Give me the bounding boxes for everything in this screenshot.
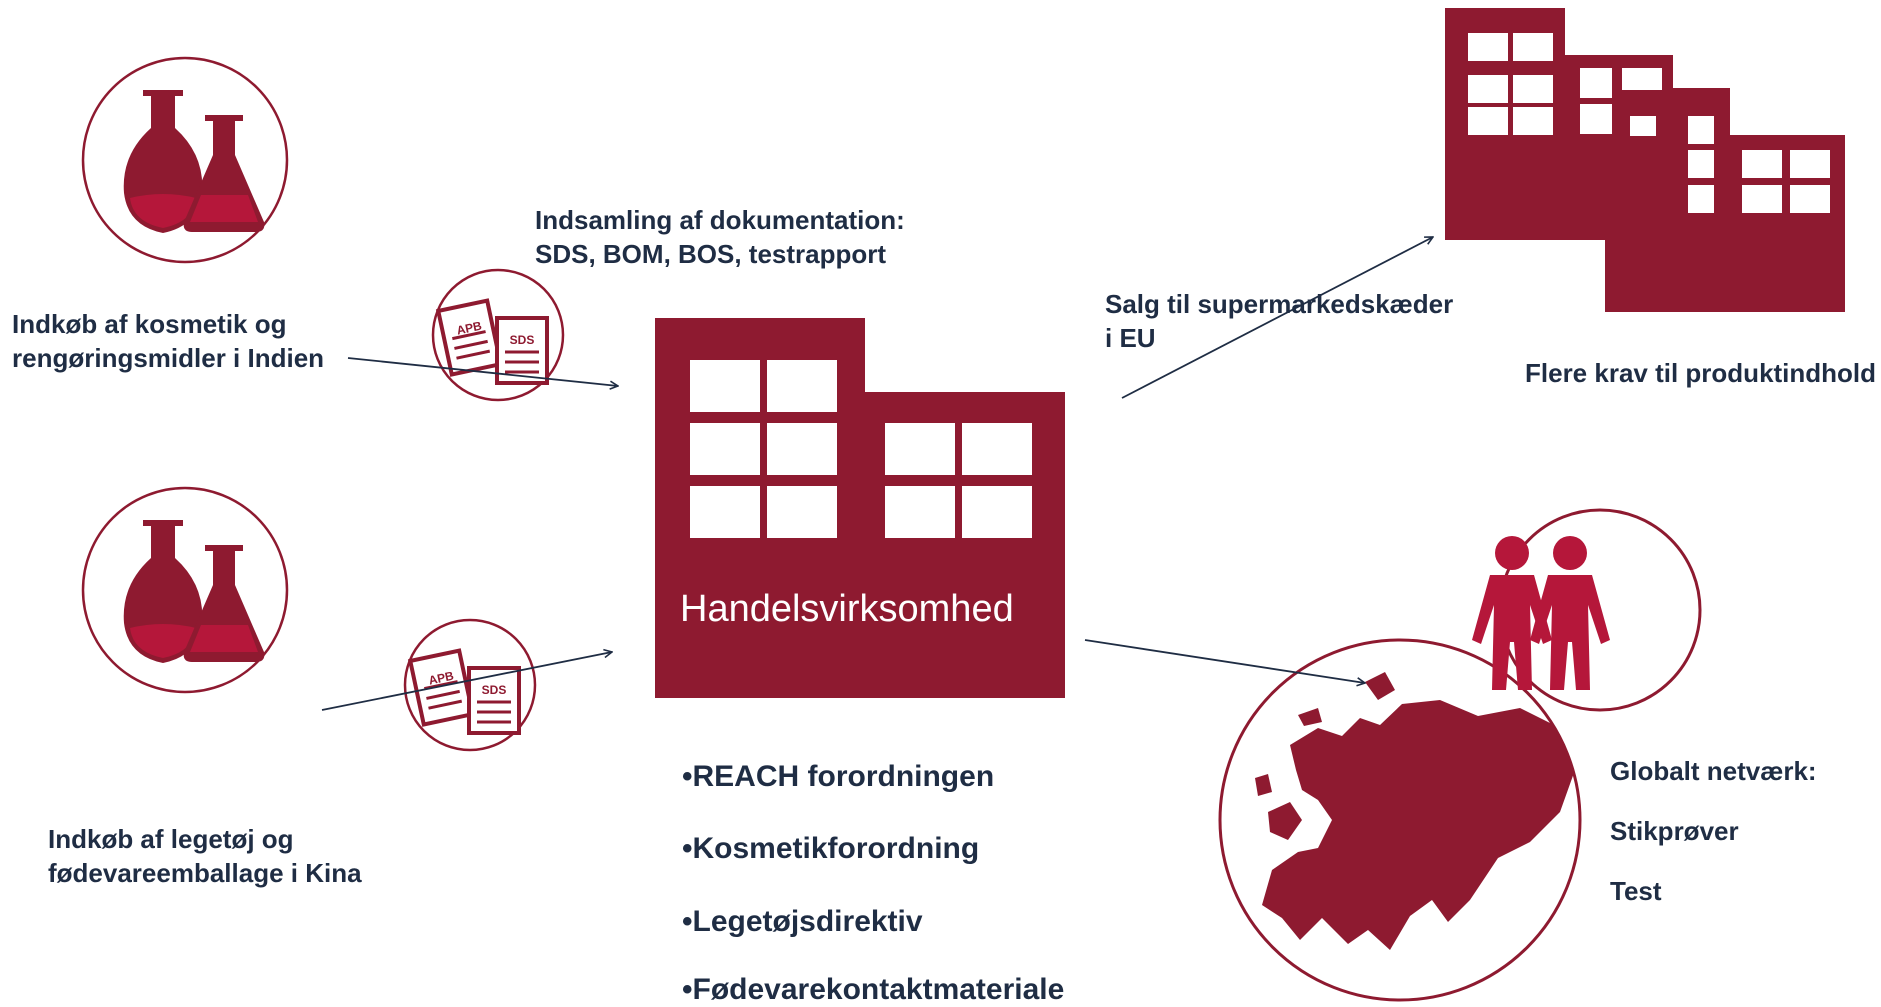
arrow-china-to-company — [321, 652, 612, 711]
network-item: Test — [1610, 876, 1662, 906]
source-china-line-1: Indkøb af legetøj og — [48, 824, 294, 854]
arrow-company-to-supermarkets — [1121, 237, 1433, 399]
doc-label-apb: APB — [427, 669, 455, 688]
flask-icon-india — [81, 56, 289, 264]
source-india-line-1: Indkøb af kosmetik og — [12, 309, 287, 339]
requirements-label: Flere krav til produktindhold — [1525, 358, 1877, 388]
company-label: Handelsvirksomhed — [680, 588, 1014, 630]
regulation-item: •Kosmetikforordning — [682, 832, 980, 865]
source-china-line-2: fødevareemballage i Kina — [48, 858, 362, 888]
document-icon-upper: APB SDS — [431, 268, 565, 402]
documentation-label: Indsamling af dokumentation: SDS, BOM, B… — [535, 203, 905, 271]
source-china-label: Indkøb af legetøj og fødevareemballage i… — [48, 822, 362, 890]
people-icon — [1472, 508, 1702, 712]
sales-label: Salg til supermarkedskæder i EU — [1105, 287, 1453, 355]
documentation-line-2: SDS, BOM, BOS, testrapport — [535, 239, 887, 269]
sales-line-1: Salg til supermarkedskæder — [1105, 289, 1454, 319]
doc-label-apb: APB — [455, 319, 483, 338]
arrow-india-to-company — [347, 357, 618, 386]
documentation-line-1: Indsamling af dokumentation: — [535, 205, 905, 235]
sales-line-2: i EU — [1105, 323, 1156, 353]
source-india-label: Indkøb af kosmetik og rengøringsmidler i… — [12, 307, 324, 375]
regulation-item: •Fødevarekontaktmateriale — [682, 973, 1065, 1006]
regulation-item: •Legetøjsdirektiv — [682, 905, 923, 938]
arrow-company-to-network — [1084, 639, 1365, 683]
document-icon-lower: APB SDS — [403, 618, 537, 752]
doc-label-sds: SDS — [482, 683, 507, 697]
network-item: Stikprøver — [1610, 816, 1739, 846]
factory-icon-center — [655, 318, 1065, 698]
network-title: Globalt netværk: — [1610, 756, 1817, 786]
source-india-line-2: rengøringsmidler i Indien — [12, 343, 325, 373]
regulation-item: •REACH forordningen — [682, 760, 995, 793]
factory-icon-supermarkets — [1445, 8, 1845, 312]
doc-label-sds: SDS — [510, 333, 535, 347]
flask-icon-china — [81, 486, 289, 694]
europe-map-icon — [1218, 638, 1582, 1002]
